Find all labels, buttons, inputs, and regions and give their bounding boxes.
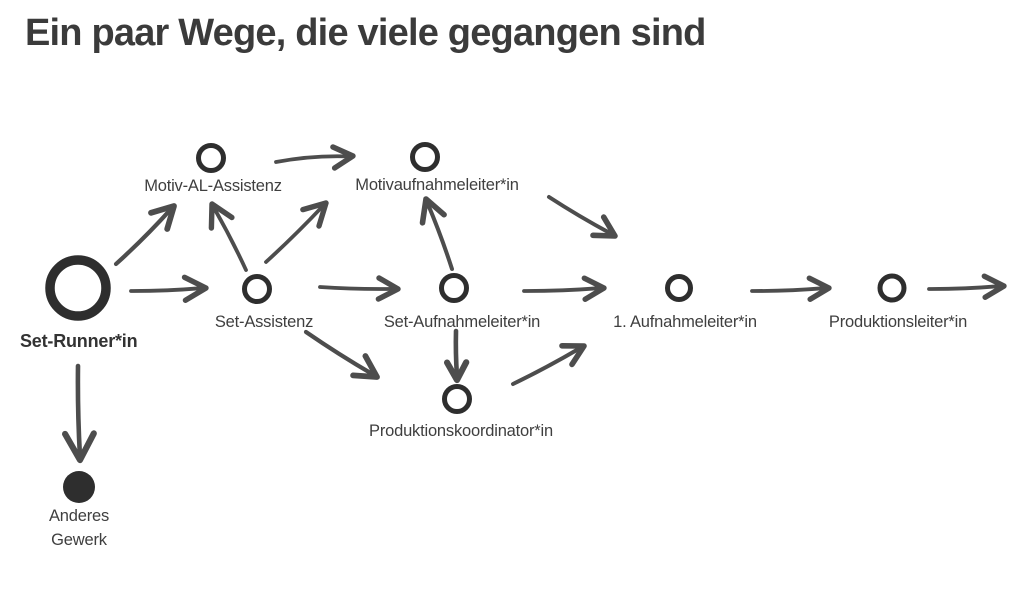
node-motivaufnahmeleiter-label: Motivaufnahmeleiter*in: [355, 176, 518, 194]
arrow-set_aufnahmeleiter-to-erster_aufnahmeleiter: [522, 275, 607, 302]
arrow-set_runner-to-anderes_gewerk: [61, 363, 97, 464]
arrow-set_assistenz-to-motivaufnahmeleiter: [264, 200, 329, 264]
arrow-produktionsleiter-to-offscreen_right: [927, 273, 1007, 300]
node-motiv-al-assistenz-circle: [196, 143, 226, 173]
node-motiv-al-assistenz-label: Motiv-AL-Assistenz: [144, 177, 282, 195]
node-erster-aufnahmeleiter-circle: [665, 274, 693, 302]
node-set-aufnahmeleiter-circle: [439, 273, 469, 303]
node-set-aufnahmeleiter-label: Set-Aufnahmeleiter*in: [384, 313, 540, 331]
node-anderes-gewerk-label-line2: Gewerk: [51, 531, 108, 549]
node-produktionskoordinator-label: Produktionskoordinator*in: [369, 422, 553, 440]
node-produktionskoordinator-circle: [442, 384, 472, 414]
page-title: Ein paar Wege, die viele gegangen sind: [25, 12, 706, 54]
arrow-motiv_al_assistenz-to-motivaufnahmeleiter: [274, 144, 356, 171]
arrow-erster_aufnahmeleiter-to-produktionsleiter: [750, 275, 832, 302]
node-anderes-gewerk-dot: [63, 471, 95, 503]
arrow-set_assistenz-to-motiv_al_assistenz: [208, 201, 248, 272]
node-set-runner-circle: [45, 255, 111, 321]
node-produktionsleiter-label: Produktionsleiter*in: [829, 313, 967, 331]
node-set-assistenz-label: Set-Assistenz: [215, 313, 313, 331]
arrow-motivaufnahmeleiter-to-erster_aufnahmeleiter: [547, 195, 618, 239]
node-erster-aufnahmeleiter-label: 1. Aufnahmeleiter*in: [613, 313, 757, 331]
node-motivaufnahmeleiter-circle: [410, 142, 440, 172]
node-produktionsleiter-circle: [877, 273, 907, 303]
arrows-layer: [61, 144, 1007, 464]
node-set-runner-label: Set-Runner*in: [20, 331, 137, 351]
arrow-set_runner-to-motiv_al_assistenz: [113, 203, 177, 267]
arrow-set_assistenz-to-set_aufnahmeleiter: [318, 275, 401, 302]
arrow-set_assistenz-to-produktionskoordinator: [303, 329, 380, 380]
arrow-set_runner-to-set_assistenz: [129, 274, 209, 303]
node-set-assistenz-circle: [242, 274, 272, 304]
arrow-set_aufnahmeleiter-to-motivaufnahmeleiter: [419, 196, 454, 271]
arrow-produktionskoordinator-to-erster_aufnahmeleiter: [511, 343, 587, 386]
arrow-set_aufnahmeleiter-to-produktionskoordinator: [444, 328, 470, 384]
node-anderes-gewerk-label-line1: Anderes: [49, 507, 109, 525]
